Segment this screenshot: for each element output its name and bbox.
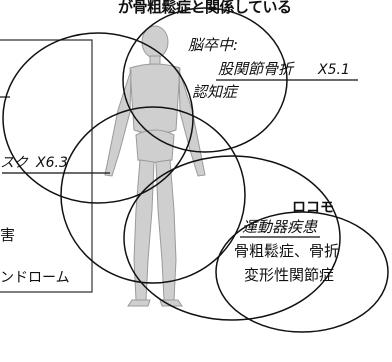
dementia-label: 認知症 [192, 83, 238, 101]
page-title: が骨粗鬆症と関係している [118, 0, 292, 16]
left-fragment-2: ンドローム [0, 270, 70, 286]
circle-upper-left [2, 32, 194, 204]
circle-motor-disease [215, 211, 389, 333]
left-fragment-1: 害 [0, 226, 16, 244]
locomo-label: ロコモ [292, 200, 334, 216]
motor-disease-title: 運動器疾患 [242, 218, 318, 236]
left-box-outline [0, 39, 93, 293]
motor-disease-line1: 骨粗鬆症、骨折 [234, 242, 340, 260]
circle-locomo [123, 155, 341, 321]
stroke-label: 脳卒中: [188, 36, 239, 54]
motor-disease-line2: 変形性関節症 [244, 266, 335, 284]
skeleton-figure [104, 25, 206, 307]
risk-label-fragment: スク [0, 155, 28, 171]
hip-fracture-label: 股関節骨折 [218, 60, 294, 78]
circle-center [60, 106, 246, 284]
hip-fracture-multiplier: X5.1 [318, 62, 350, 78]
risk-multiplier: X6.3 [36, 155, 68, 171]
